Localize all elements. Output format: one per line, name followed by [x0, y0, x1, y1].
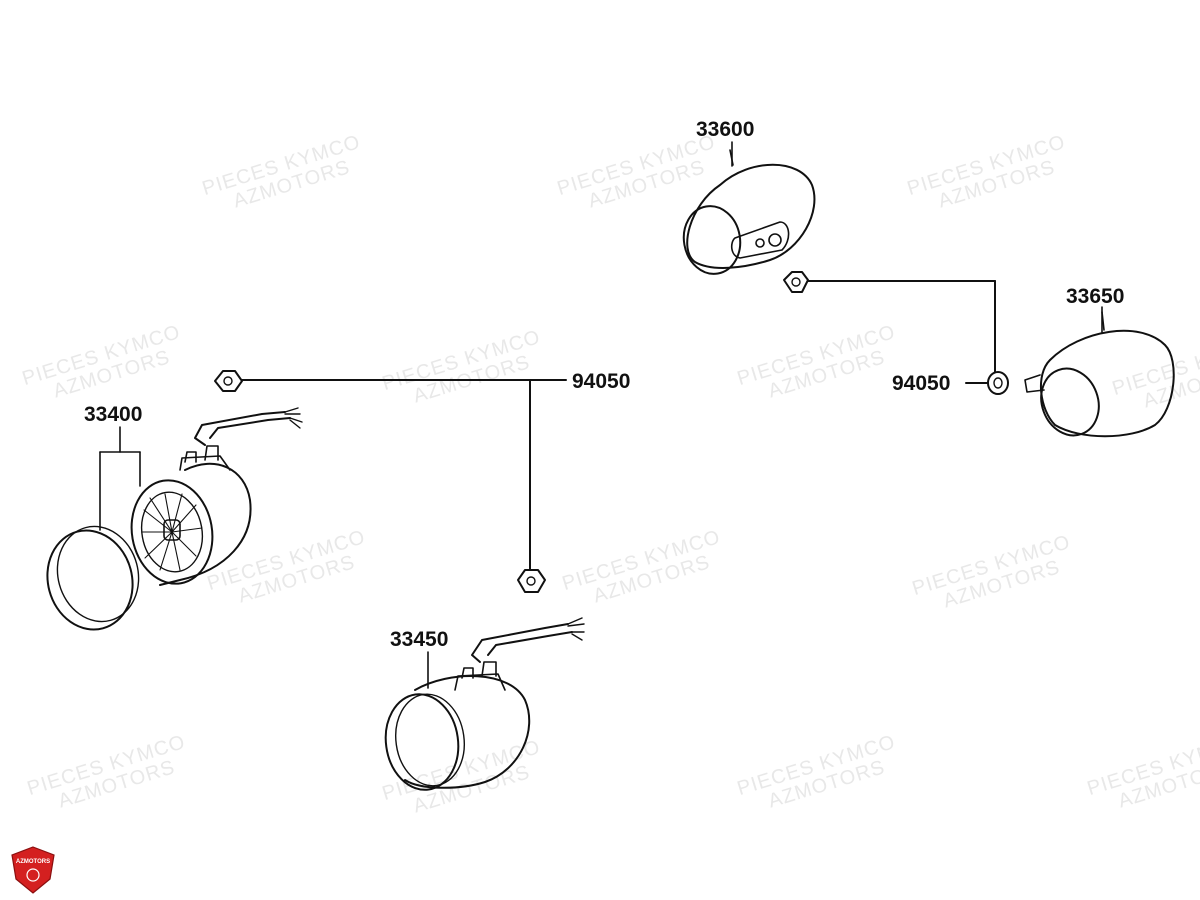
leader-lines: [99, 141, 1103, 689]
nut-lower-middle[interactable]: [517, 569, 546, 593]
shield-icon: [11, 846, 55, 894]
part-number-33400[interactable]: 33400: [84, 403, 143, 426]
logo-text: AZMOTORS: [15, 859, 51, 865]
turn-signal-33400[interactable]: [36, 407, 303, 639]
nut-upper-right[interactable]: [783, 271, 809, 293]
part-number-94050-left[interactable]: 94050: [572, 370, 631, 393]
part-number-33450[interactable]: 33450: [390, 628, 449, 651]
washer-right[interactable]: [987, 371, 1009, 395]
turn-signal-33450[interactable]: [380, 617, 585, 795]
part-number-33600[interactable]: 33600: [696, 118, 755, 141]
azmotors-logo: AZMOTORS: [10, 845, 56, 895]
turn-signal-33650[interactable]: [1024, 311, 1175, 444]
part-number-94050-right[interactable]: 94050: [892, 372, 951, 395]
part-number-33650[interactable]: 33650: [1066, 285, 1125, 308]
turn-signal-33600[interactable]: [679, 149, 816, 278]
nut-upper-left[interactable]: [214, 370, 243, 392]
